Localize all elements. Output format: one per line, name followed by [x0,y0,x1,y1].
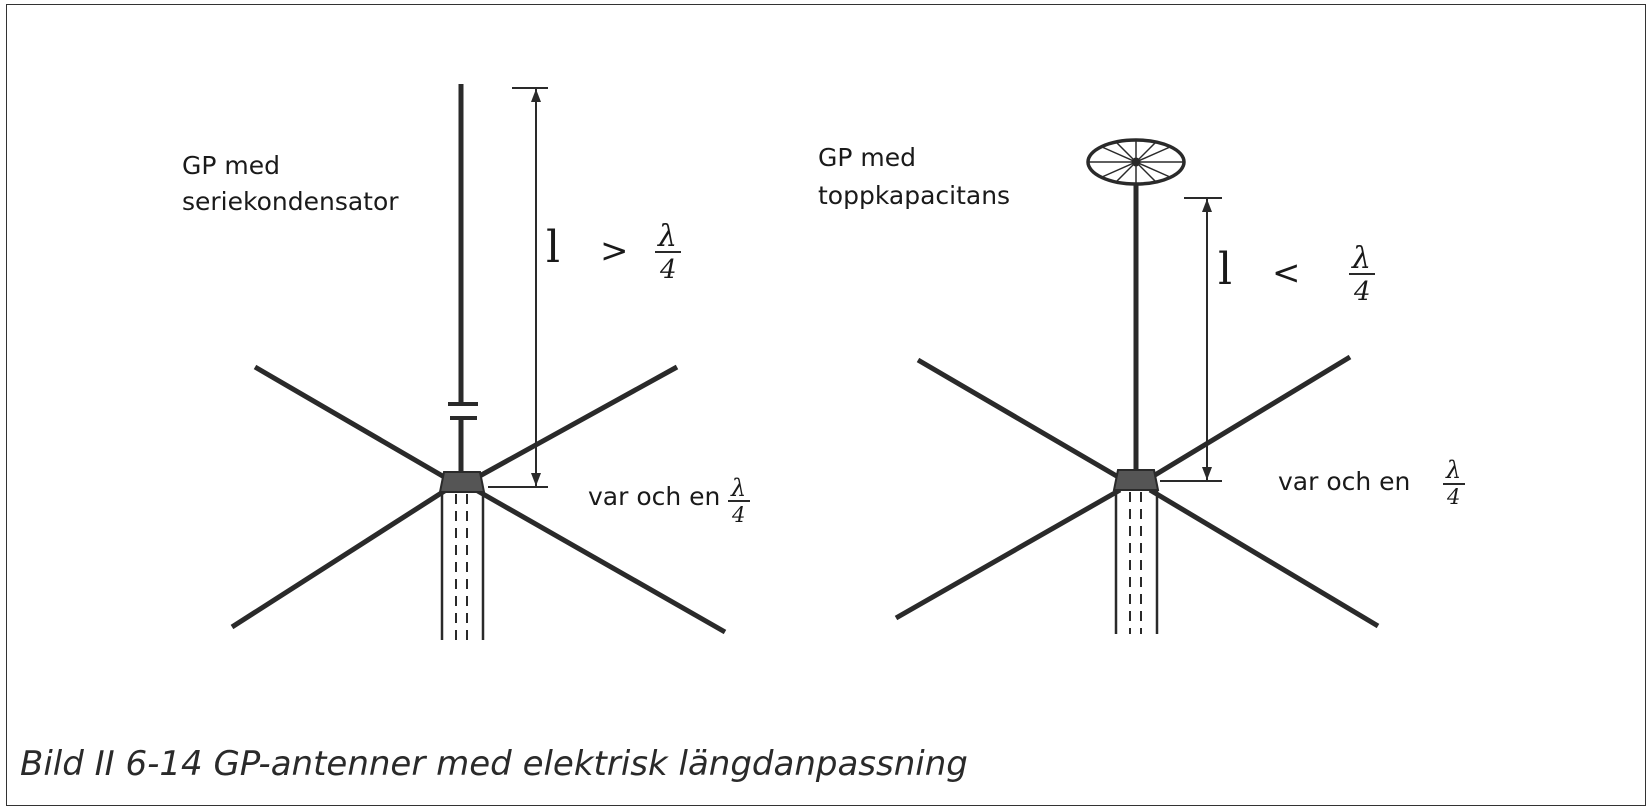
left-divisor: 4 [659,255,677,285]
right-relation-symbol: < [1272,253,1301,293]
right-radial-lower-left [894,487,1122,621]
right-dimension-arrow-top [1202,199,1212,212]
left-radial-lower-left [230,487,448,630]
left-lambda: λ [657,219,677,254]
right-title-line1: GP med [818,143,916,172]
right-radial-upper-right [1148,354,1352,481]
left-radial-upper-right [474,364,679,481]
left-antenna [230,84,727,640]
left-feed-point [438,471,486,493]
right-radial-upper-left [916,357,1122,481]
right-radials-lambda: λ [1445,456,1461,484]
left-radial-lower-right [474,487,727,635]
left-radial-upper-left [253,364,448,481]
left-radials-divisor: 4 [731,503,745,527]
left-dimension-arrow-bottom [531,473,541,486]
left-dimension-arrow-top [531,89,541,102]
right-radial-lower-right [1148,487,1380,629]
left-radials-lambda: λ [730,474,746,502]
right-radials-divisor: 4 [1446,485,1460,509]
left-title-line2: seriekondensator [182,187,399,216]
left-length-symbol: l [546,222,560,273]
left-radials-label: var och en [588,482,720,511]
right-dimension-arrow-bottom [1202,467,1212,480]
right-title-line2: toppkapacitans [818,181,1010,210]
right-antenna [894,138,1380,634]
right-radials-label: var och en [1278,467,1410,496]
left-relation-symbol: > [600,231,629,271]
figure-frame [6,4,1646,806]
right-divisor: 4 [1353,277,1371,307]
top-capacitance-hat-icon [1086,138,1186,186]
right-feed-point [1112,469,1160,491]
left-title-line1: GP med [182,151,280,180]
right-length-symbol: l [1218,244,1232,295]
figure-caption: Bild II 6-14 GP-antenner med elektrisk l… [20,744,968,784]
right-lambda: λ [1351,241,1371,276]
